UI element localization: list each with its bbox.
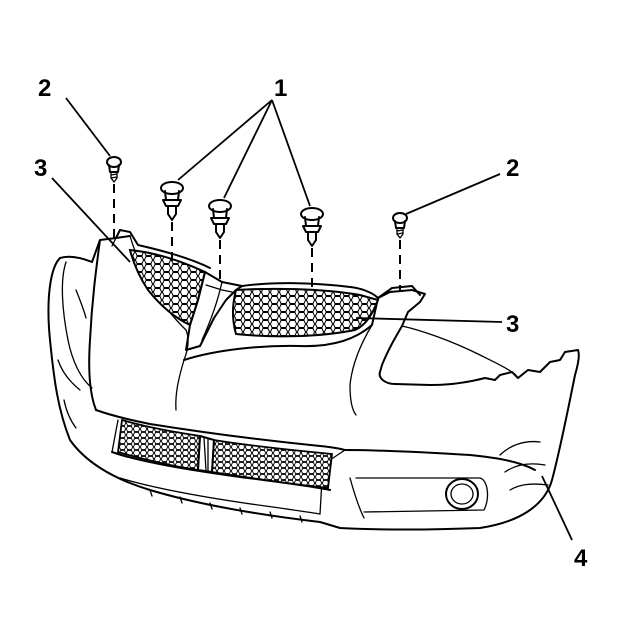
screw-left xyxy=(106,156,122,183)
callout-3-left: 3 xyxy=(34,155,47,182)
lower-grille-right xyxy=(211,438,334,489)
screw-right xyxy=(392,212,408,239)
upper-grille-right xyxy=(232,287,380,338)
callout-3-right: 3 xyxy=(506,311,519,338)
center-emblem xyxy=(185,271,243,351)
upper-mounting-edge xyxy=(111,229,421,299)
installation-paths xyxy=(113,184,401,292)
callout-1: 1 xyxy=(274,75,287,102)
push-pin-retainer-2 xyxy=(208,199,232,239)
callout-2-left: 2 xyxy=(38,75,51,102)
callout-2-right: 2 xyxy=(506,155,519,182)
callout-4: 4 xyxy=(574,545,588,572)
leader-lines xyxy=(51,97,573,541)
upper-grille-left xyxy=(128,248,207,327)
lower-grille-left xyxy=(117,418,201,472)
push-pin-retainer-3 xyxy=(300,207,324,247)
lower-grille-center-divider xyxy=(197,435,215,473)
push-pin-retainer-1 xyxy=(160,181,184,221)
